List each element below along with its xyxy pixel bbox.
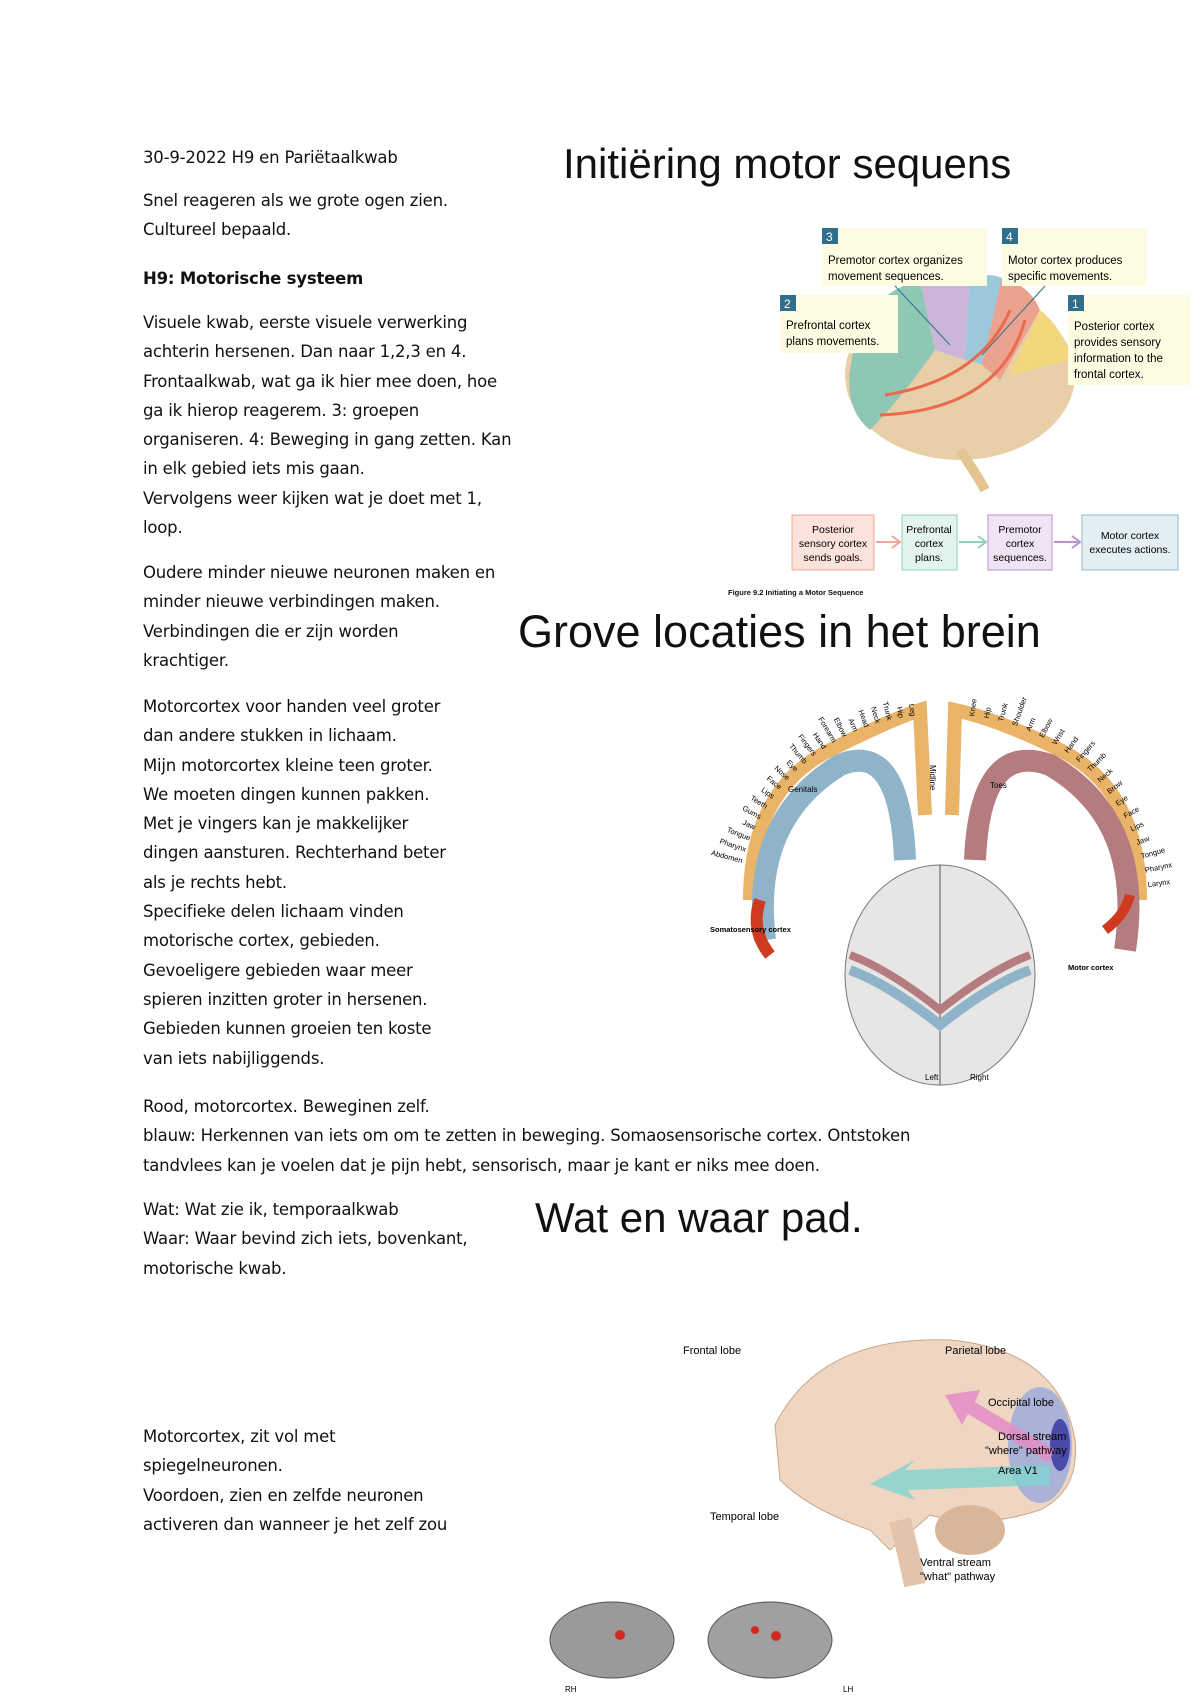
svg-text:specific movements.: specific movements. bbox=[1008, 271, 1112, 283]
left-label: Left bbox=[925, 1073, 939, 1082]
flow-step-2: Prefrontal cortex plans. bbox=[901, 514, 958, 571]
svg-text:sequences.: sequences. bbox=[993, 552, 1047, 564]
svg-text:plans.: plans. bbox=[915, 552, 943, 564]
brain-top-view bbox=[844, 864, 1036, 1086]
occipital-lobe-label: Occipital lobe bbox=[988, 1397, 1054, 1409]
svg-text:3: 3 bbox=[826, 230, 833, 244]
svg-text:Posterior cortex: Posterior cortex bbox=[1074, 321, 1155, 333]
lh-label: LH bbox=[843, 1685, 853, 1694]
date-line: 30-9-2022 H9 en Pariëtaalkwab bbox=[143, 148, 398, 167]
parietal-lobe-label: Parietal lobe bbox=[945, 1345, 1006, 1357]
homunculus-label: Larynx bbox=[1147, 877, 1171, 889]
svg-text:sensory cortex: sensory cortex bbox=[799, 538, 868, 550]
homunculus-label: Tongue bbox=[1140, 845, 1166, 861]
slide-title-motor-sequence: Initiëring motor sequens bbox=[563, 140, 1012, 187]
flow-step-3: Premotor cortex sequences. bbox=[987, 514, 1053, 571]
svg-text:Premotor: Premotor bbox=[998, 524, 1042, 536]
frontal-lobe-label: Frontal lobe bbox=[683, 1345, 741, 1357]
callout-3: 3 Premotor cortex organizes movement seq… bbox=[822, 228, 987, 346]
homunculus-label: Pharynx bbox=[1144, 860, 1173, 875]
somatosensory-caption: Somatosensory cortex bbox=[710, 925, 792, 934]
temporal-lobe-label: Temporal lobe bbox=[710, 1511, 779, 1523]
somatosensory-cortex-strip bbox=[751, 749, 916, 942]
midline-label: Midline bbox=[928, 765, 937, 791]
homunculus-label: Elbow bbox=[1037, 716, 1055, 739]
svg-text:movement sequences.: movement sequences. bbox=[828, 271, 944, 283]
flow-arrows bbox=[876, 535, 1082, 549]
flow-step-1: Posterior sensory cortex sends goals. bbox=[791, 514, 875, 571]
motor-body-strip bbox=[945, 701, 1147, 901]
svg-text:information to the: information to the bbox=[1074, 353, 1163, 365]
motor-cortex-strip bbox=[964, 749, 1140, 952]
sensory-body-strip bbox=[743, 700, 932, 901]
fmri-brain-rh bbox=[549, 1601, 675, 1679]
intro-paragraph: Snel reageren als we grote ogen zien. Cu… bbox=[143, 191, 448, 240]
visual-streams-figure: Frontal lobe Parietal lobe Occipital lob… bbox=[549, 1339, 1077, 1694]
svg-text:frontal cortex.: frontal cortex. bbox=[1074, 369, 1144, 381]
svg-text:sends goals.: sends goals. bbox=[804, 552, 863, 564]
homunculus-label: Trunk bbox=[881, 701, 894, 722]
genitals-label: Genitals bbox=[788, 785, 817, 794]
homunculus-label: Knee bbox=[967, 698, 978, 716]
motor-sequence-figure: 3 Premotor cortex organizes movement seq… bbox=[780, 228, 1190, 571]
motor-caption: Motor cortex bbox=[1068, 963, 1114, 972]
svg-text:Premotor cortex organizes: Premotor cortex organizes bbox=[828, 255, 963, 267]
svg-text:4: 4 bbox=[1006, 230, 1013, 244]
homunculus-label: Hip bbox=[895, 706, 906, 719]
svg-text:executes actions.: executes actions. bbox=[1089, 544, 1170, 556]
older-paragraph: Oudere minder nieuwe neuronen maken en m… bbox=[143, 563, 496, 670]
ventral-stream-label: Ventral stream bbox=[920, 1557, 991, 1569]
motor-paragraph: Motorcortex voor handen veel groter dan … bbox=[143, 697, 446, 1068]
homunculus-label: Hip bbox=[982, 706, 993, 719]
callout-2: 2 Prefrontal cortex plans movements. bbox=[780, 295, 898, 353]
homunculus-label: Leg bbox=[907, 703, 917, 717]
ventral-pathway-label: "what" pathway bbox=[920, 1571, 996, 1583]
rh-label: RH bbox=[565, 1685, 577, 1694]
slide-title-brain-locations: Grove locaties in het brein bbox=[518, 606, 1041, 657]
callout-4: 4 Motor cortex produces specific movemen… bbox=[981, 228, 1147, 356]
slide-title-what-where: Wat en waar pad. bbox=[535, 1194, 863, 1241]
callout-1: 1 Posterior cortex provides sensory info… bbox=[1068, 295, 1190, 385]
colors-paragraph: Rood, motorcortex. Beweginen zelf. blauw… bbox=[143, 1097, 911, 1175]
svg-text:1: 1 bbox=[1072, 297, 1079, 311]
svg-text:provides sensory: provides sensory bbox=[1074, 337, 1161, 349]
section-heading: H9: Motorische systeem bbox=[143, 269, 364, 288]
what-where-paragraph: Wat: Wat zie ik, temporaalkwab Waar: Waa… bbox=[143, 1200, 468, 1278]
svg-text:cortex: cortex bbox=[915, 538, 944, 550]
visual-paragraph: Visuele kwab, eerste visuele verwerking … bbox=[143, 313, 512, 538]
homunculus-label: Neck bbox=[869, 706, 883, 725]
homunculus-figure: Somatosensory cortex Motor cortex Genita… bbox=[710, 695, 1173, 1086]
dorsal-pathway-label: "where" pathway bbox=[985, 1445, 1067, 1457]
svg-text:cortex: cortex bbox=[1006, 538, 1035, 550]
homunculus-label: Arm bbox=[1024, 716, 1038, 732]
fmri-brain-lh bbox=[707, 1601, 833, 1679]
area-v1-label: Area V1 bbox=[998, 1465, 1038, 1477]
brain-lateral bbox=[774, 1339, 1077, 1588]
svg-text:Motor cortex produces: Motor cortex produces bbox=[1008, 255, 1123, 267]
flow-step-4: Motor cortex executes actions. bbox=[1081, 514, 1179, 571]
toes-label: Toes bbox=[990, 781, 1007, 790]
svg-text:2: 2 bbox=[784, 297, 791, 311]
homunculus-label: Hand bbox=[1062, 735, 1080, 755]
svg-text:Motor cortex: Motor cortex bbox=[1101, 530, 1160, 542]
svg-text:plans movements.: plans movements. bbox=[786, 336, 879, 348]
dorsal-stream-label: Dorsal stream bbox=[998, 1431, 1066, 1443]
right-label: Right bbox=[970, 1073, 989, 1082]
svg-text:Posterior: Posterior bbox=[812, 524, 855, 536]
svg-text:Prefrontal cortex: Prefrontal cortex bbox=[786, 320, 871, 332]
homunculus-label: Wrist bbox=[1050, 727, 1067, 747]
svg-text:Prefrontal: Prefrontal bbox=[906, 524, 952, 536]
figure-caption: Figure 9.2 Initiating a Motor Sequence bbox=[728, 588, 864, 597]
mirror-paragraph: Motorcortex, zit vol met spiegelneuronen… bbox=[143, 1427, 448, 1534]
